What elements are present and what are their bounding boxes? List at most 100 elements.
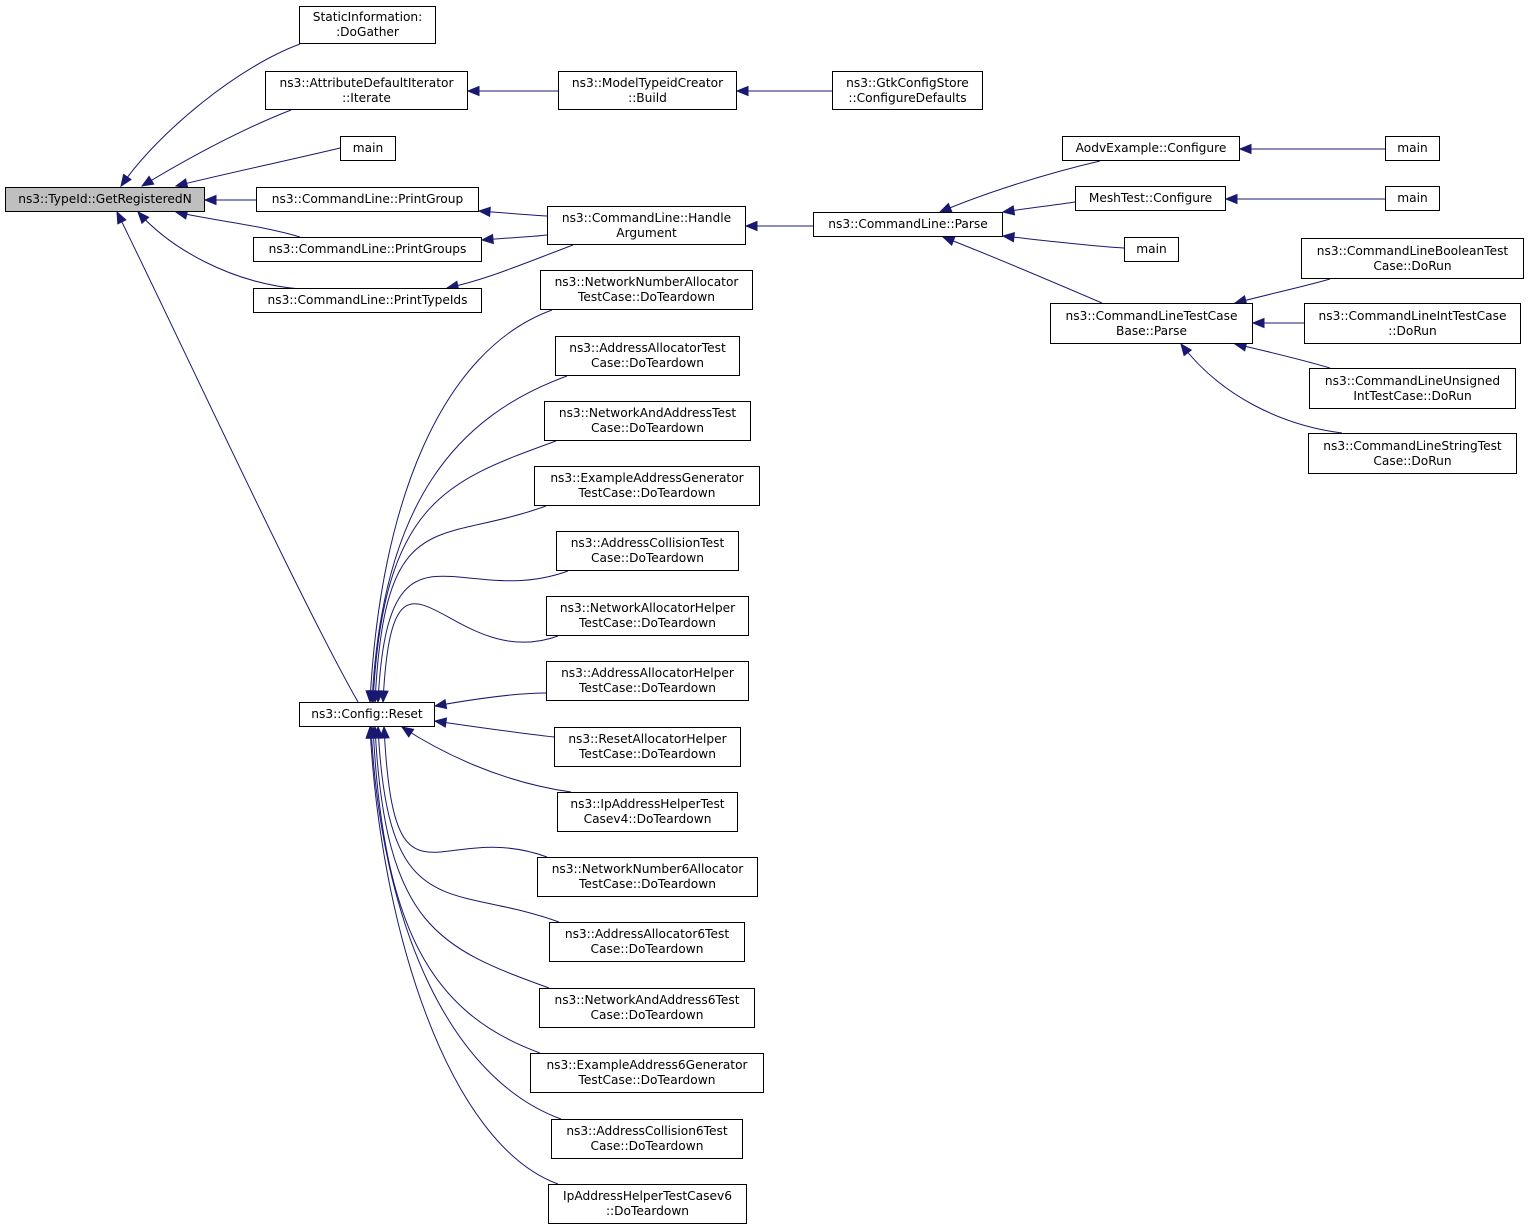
arrowhead-icon: [433, 717, 448, 728]
call-edge-t10-to-cfg-reset: [383, 726, 548, 858]
graph-node-mesh-cfg[interactable]: MeshTest::Configure: [1075, 186, 1226, 211]
graph-node-cl-printtypeids[interactable]: ns3::CommandLine::PrintTypeIds: [253, 288, 482, 313]
call-edge-t3-to-cfg-reset: [372, 440, 557, 703]
arrowhead-icon: [174, 178, 189, 189]
graph-node-label: TestCase::DoTeardown: [578, 486, 716, 500]
graph-node-t15[interactable]: IpAddressHelperTestCasev6::DoTeardown: [548, 1184, 747, 1224]
graph-node-label: ns3::ExampleAddressGenerator: [550, 471, 744, 485]
graph-node-cl-parse[interactable]: ns3::CommandLine::Parse: [813, 212, 1003, 237]
call-edge-t2-to-cfg-reset: [371, 375, 568, 703]
arrowhead-icon: [400, 726, 415, 738]
call-edge-t7-to-cfg-reset: [434, 692, 547, 707]
graph-node-label: Base::Parse: [1115, 323, 1188, 338]
call-edge-t15-to-cfg-reset: [369, 726, 559, 1185]
graph-node-label: Case::DoTeardown: [591, 551, 704, 565]
graph-node-label: ns3::CommandLine::PrintTypeIds: [267, 293, 468, 307]
graph-node-label: ns3::AddressAllocatorHelper: [561, 666, 734, 680]
graph-node-label: ns3::NetworkNumberAllocator: [554, 275, 739, 289]
graph-node-gcs-cfg[interactable]: ns3::GtkConfigStore::ConfigureDefaults: [832, 71, 983, 110]
arrowhead-icon: [203, 194, 217, 206]
arrowhead-icon: [938, 202, 953, 213]
graph-node-label: TestCase::DoTeardown: [579, 616, 716, 630]
graph-node-main1[interactable]: main: [340, 136, 396, 161]
call-edge-t13-to-cfg-reset: [372, 726, 541, 1054]
graph-node-label: ::Iterate: [342, 90, 391, 105]
arrowhead-icon: [744, 220, 758, 232]
graph-node-label: TestCase::DoTeardown: [579, 681, 716, 695]
call-edge-main4-to-cl-parse: [1002, 235, 1125, 249]
graph-node-cfg-reset[interactable]: ns3::Config::Reset: [299, 702, 435, 727]
call-edge-t12-to-cfg-reset: [374, 726, 550, 989]
graph-node-label: ::DoRun: [1388, 323, 1437, 338]
graph-node-label: ns3::TypeId::GetRegisteredN: [18, 192, 192, 206]
graph-node-cl-printgroups[interactable]: ns3::CommandLine::PrintGroups: [253, 237, 482, 262]
graph-node-label: Case::DoTeardown: [590, 1008, 704, 1022]
graph-node-label: TestCase::DoTeardown: [579, 747, 716, 761]
graph-node-label: Case::DoRun: [1373, 258, 1452, 273]
graph-node-main3[interactable]: main: [1385, 186, 1440, 211]
graph-node-label: main: [1136, 242, 1167, 256]
graph-node-label: StaticInformation:: [312, 10, 423, 24]
graph-node-label: main: [1397, 141, 1428, 155]
graph-node-label: ns3::NetworkAndAddress6Test: [554, 993, 740, 1007]
graph-node-label: ns3::CommandLineBooleanTest: [1316, 243, 1509, 258]
graph-node-label: ns3::CommandLineStringTest: [1323, 438, 1502, 453]
arrowhead-icon: [941, 236, 956, 247]
arrowhead-icon: [1001, 205, 1016, 216]
call-edge-cl-handle-to-cl-printtypeids: [446, 244, 574, 289]
call-edge-clstr-to-cltcb-parse: [1180, 343, 1343, 434]
graph-node-label: ns3::CommandLineIntTestCase: [1318, 308, 1507, 323]
graph-node-label: ns3::ModelTypeidCreator: [571, 75, 724, 90]
graph-node-label: ::DoTeardown: [605, 1204, 690, 1218]
graph-node-label: ns3::AddressCollisionTest: [570, 536, 725, 550]
graph-node-adi-iterate[interactable]: ns3::AttributeDefaultIterator::Iterate: [265, 71, 468, 110]
graph-node-label: AodvExample::Configure: [1075, 141, 1227, 155]
graph-node-label: ns3::NetworkNumber6Allocator: [551, 862, 744, 876]
call-edge-t11-to-cfg-reset: [377, 726, 560, 923]
arrowhead-icon: [116, 210, 127, 225]
arrowhead-icon: [480, 233, 494, 245]
graph-node-label: ns3::ResetAllocatorHelper: [568, 732, 727, 746]
graph-node-label: ns3::AttributeDefaultIterator: [279, 75, 454, 90]
call-edge-t8-to-cfg-reset: [434, 720, 555, 738]
graph-node-clint[interactable]: ns3::CommandLineIntTestCase::DoRun: [1304, 303, 1521, 344]
graph-node-label: ns3::CommandLine::Parse: [828, 217, 988, 231]
graph-node-label: Argument: [616, 225, 677, 240]
call-edge-aodv-cfg-to-cl-parse: [939, 160, 1101, 213]
call-edge-cfg-reset-to-root: [116, 211, 359, 703]
arrowhead-icon: [433, 698, 448, 710]
graph-node-aodv-cfg[interactable]: AodvExample::Configure: [1062, 136, 1240, 161]
graph-node-label: IntTestCase::DoRun: [1353, 388, 1472, 403]
graph-node-label: ::ConfigureDefaults: [848, 90, 967, 105]
graph-node-main4[interactable]: main: [1124, 237, 1179, 262]
call-edge-cltcb-parse-to-cl-parse: [942, 236, 1103, 304]
graph-node-si-gather[interactable]: StaticInformation::DoGather: [299, 6, 436, 44]
graph-node-cl-printgroup[interactable]: ns3::CommandLine::PrintGroup: [256, 187, 479, 212]
arrowhead-icon: [378, 690, 389, 704]
graph-node-label: MeshTest::Configure: [1088, 191, 1213, 205]
graph-node-mtc-build[interactable]: ns3::ModelTypeidCreator::Build: [558, 71, 737, 110]
graph-node-main2[interactable]: main: [1385, 136, 1440, 161]
call-edge-t1-to-cfg-reset: [369, 309, 553, 703]
call-edge-adi-iterate-to-root: [141, 109, 292, 187]
